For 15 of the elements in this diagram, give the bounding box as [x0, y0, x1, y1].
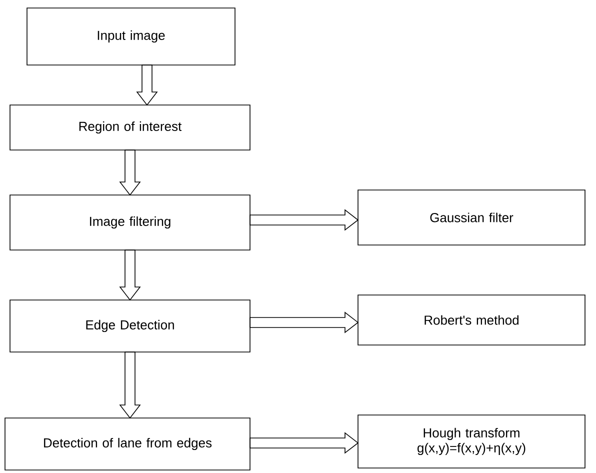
process-box: Region of interest	[10, 104, 250, 150]
process-box: Detection of lane from edges	[4, 418, 250, 470]
process-box: Hough transform g(x,y)=f(x,y)+η(x,y)	[358, 414, 586, 468]
hollow-arrow	[119, 352, 141, 419]
process-box: Robert's method	[358, 294, 586, 346]
process-box: Image filtering	[10, 194, 250, 250]
process-box: Input image	[26, 8, 236, 66]
process-box: Edge Detection	[10, 300, 250, 352]
hollow-arrow	[119, 150, 141, 196]
hollow-arrow	[250, 209, 359, 231]
hollow-arrow	[119, 250, 141, 301]
hollow-arrow	[136, 64, 158, 106]
hollow-arrow	[250, 432, 359, 454]
process-box: Gaussian filter	[358, 190, 586, 246]
hollow-arrow	[250, 312, 359, 334]
